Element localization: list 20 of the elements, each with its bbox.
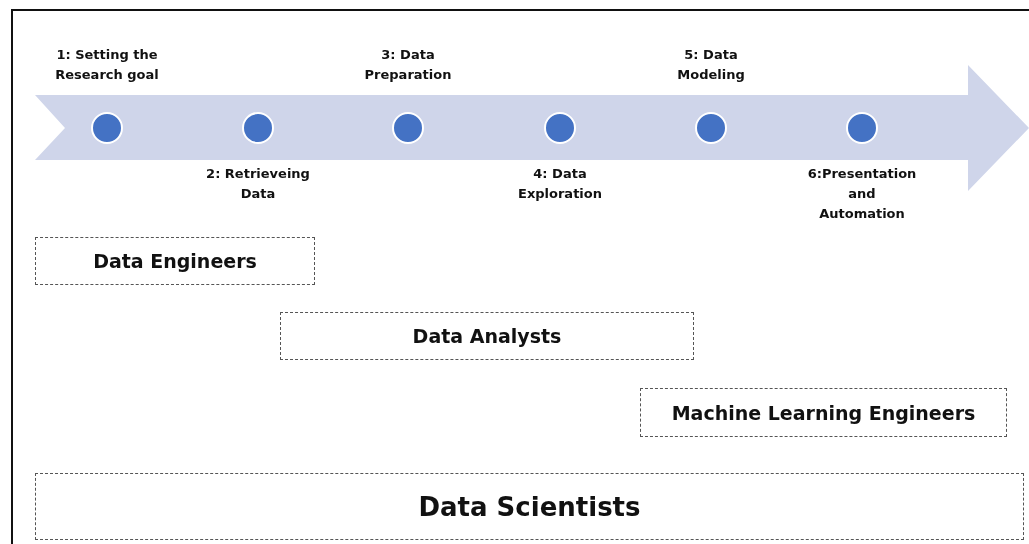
role-box [35, 473, 1024, 540]
step-label: 4: Data Exploration [517, 165, 603, 203]
step-label: 1: Setting the Research goal [54, 46, 160, 84]
step-dot [695, 112, 727, 144]
step-dot [846, 112, 878, 144]
step-label: 3: Data Preparation [363, 46, 453, 84]
role-box [280, 312, 694, 360]
role-name: Machine Learning Engineers [671, 401, 976, 424]
step-dot [91, 112, 123, 144]
step-dot [544, 112, 576, 144]
role-name: Data Scientists [418, 491, 641, 522]
step-label: 6:Presentation and Automation [806, 165, 918, 223]
role-box [35, 237, 315, 285]
step-label: 2: Retrieveing Data [205, 165, 311, 203]
step-label: 5: Data Modeling [676, 46, 746, 84]
role-name: Data Engineers [93, 250, 257, 272]
role-name: Data Analysts [412, 325, 562, 347]
step-dot [392, 112, 424, 144]
role-box [640, 388, 1007, 437]
step-dot [242, 112, 274, 144]
